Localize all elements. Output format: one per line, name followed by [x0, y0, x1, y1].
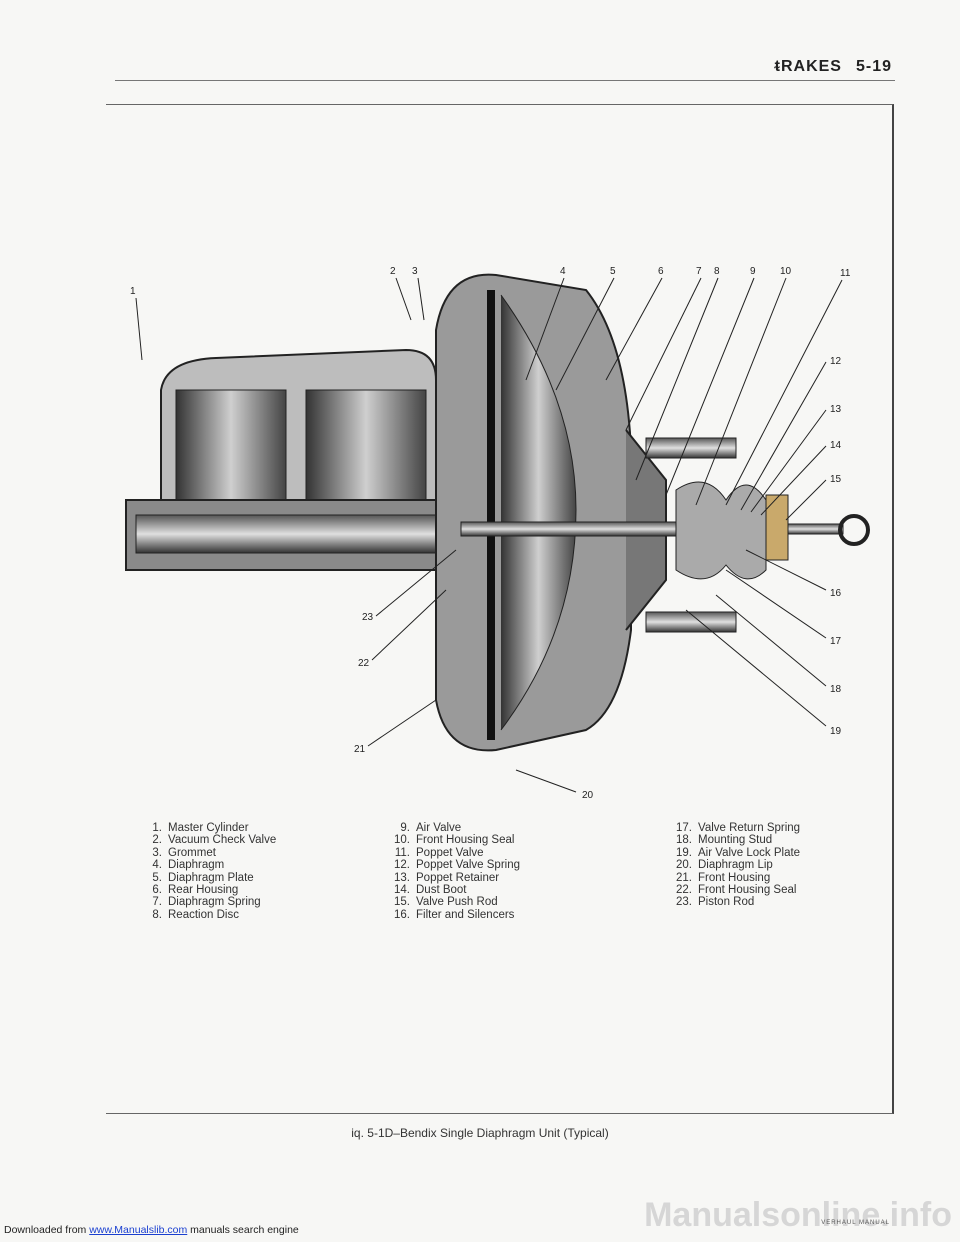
callout-14: 14 — [830, 440, 842, 451]
callout-3: 3 — [412, 266, 418, 277]
callout-4: 4 — [560, 266, 566, 277]
legend-item: 15.Valve Push Rod — [394, 896, 498, 909]
legend-item: 10.Front Housing Seal — [394, 834, 515, 847]
legend-item: 2.Vacuum Check Valve — [152, 834, 277, 847]
callout-22: 22 — [358, 658, 370, 669]
legend-item: 1.Master Cylinder — [152, 822, 249, 834]
watermark: Manualsonline.info — [644, 1196, 952, 1234]
callout-11: 11 — [840, 268, 851, 279]
footer-manual-label: VERHAUL MANUAL — [821, 1220, 890, 1226]
callout-numbers: 1 2 3 4 5 6 7 8 9 10 11 12 13 14 15 16 1… — [130, 266, 851, 801]
brake-booster-diagram: 1 2 3 4 5 6 7 8 9 10 11 12 13 14 15 16 1… — [125, 266, 870, 801]
legend-column-2: 9.Air Valve 10.Front Housing Seal 11.Pop… — [388, 822, 520, 921]
callout-18: 18 — [830, 684, 842, 695]
legend-item: 20.Diaphragm Lip — [676, 859, 773, 872]
callout-16: 16 — [830, 588, 842, 599]
legend-item: 21.Front Housing — [676, 871, 771, 884]
page-header: ᵵRAKES 5-19 — [761, 58, 892, 76]
legend-item: 17.Valve Return Spring — [676, 822, 801, 834]
legend-item: 14.Dust Boot — [394, 884, 467, 897]
footer-prefix: Downloaded from — [4, 1224, 90, 1236]
legend-column-1: 1.Master Cylinder 2.Vacuum Check Valve 3… — [140, 822, 276, 921]
legend-item: 12.Poppet Valve Spring — [394, 859, 520, 872]
legend-item: 6.Rear Housing — [152, 884, 239, 897]
callout-17: 17 — [830, 636, 842, 647]
manualslib-link[interactable]: www.Manualslib.com — [89, 1224, 188, 1236]
callout-23: 23 — [362, 612, 374, 623]
booster-housing — [435, 273, 737, 752]
legend-item: 23.Piston Rod — [676, 896, 755, 909]
header-rule — [115, 80, 895, 81]
callout-19: 19 — [830, 726, 842, 737]
legend-item: 22.Front Housing Seal — [676, 884, 797, 897]
legend-item: 19.Air Valve Lock Plate — [676, 846, 801, 859]
legend-item: 9.Air Valve — [400, 822, 462, 834]
callout-1: 1 — [130, 286, 136, 297]
legend-column-3: 17.Valve Return Spring 18.Mounting Stud … — [670, 822, 800, 909]
legend-item: 5.Diaphragm Plate — [152, 871, 254, 884]
callout-9: 9 — [750, 266, 756, 277]
callout-6: 6 — [658, 266, 664, 277]
callout-8: 8 — [714, 266, 720, 277]
callout-10: 10 — [780, 266, 792, 277]
legend-item: 18.Mounting Stud — [676, 834, 773, 847]
legend-item: 3.Grommet — [152, 846, 216, 859]
figure-caption: iq. 5-1D–Bendix Single Diaphragm Unit (T… — [351, 1126, 609, 1140]
legend-item: 4.Diaphragm — [152, 859, 225, 872]
legend-item: 7.Diaphragm Spring — [152, 896, 261, 909]
footer-suffix: manuals search engine — [187, 1224, 299, 1236]
callout-leaders — [135, 277, 843, 793]
callout-5: 5 — [610, 266, 616, 277]
callout-7: 7 — [696, 266, 702, 277]
callout-21: 21 — [354, 744, 366, 755]
page-number: 5-19 — [855, 58, 892, 75]
callout-13: 13 — [830, 404, 842, 415]
figure-frame — [106, 104, 894, 1114]
callout-20: 20 — [582, 790, 594, 801]
master-cylinder — [125, 348, 457, 571]
callout-15: 15 — [830, 474, 842, 485]
callout-12: 12 — [830, 356, 842, 367]
legend-item: 13.Poppet Retainer — [394, 871, 500, 884]
legend-item: 16.Filter and Silencers — [394, 908, 515, 921]
legend-item: 11.Poppet Valve — [394, 846, 484, 859]
callout-2: 2 — [390, 266, 396, 277]
legend-item: 8.Reaction Disc — [152, 908, 239, 921]
download-footer: Downloaded from www.Manualslib.com manua… — [4, 1224, 299, 1236]
section-title: ᵵRAKES — [774, 58, 842, 75]
